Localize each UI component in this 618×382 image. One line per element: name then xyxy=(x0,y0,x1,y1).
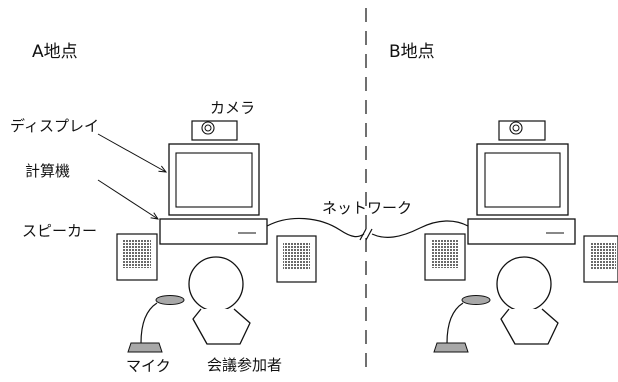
display-pointer-arrow xyxy=(97,133,166,172)
speaker-b-right xyxy=(583,235,618,283)
microphone-label: マイク xyxy=(126,357,171,375)
display-a xyxy=(168,143,260,216)
microphone-b xyxy=(433,295,491,353)
site-a-setup xyxy=(116,120,317,353)
site-a-label: A地点 xyxy=(32,42,78,62)
camera-label: カメラ xyxy=(210,99,256,117)
computer-a xyxy=(159,218,268,245)
site-b-setup xyxy=(424,120,618,353)
computer-b xyxy=(467,218,576,245)
participant-label: 会議参加者 xyxy=(207,356,283,374)
site-b-label: B地点 xyxy=(389,42,435,62)
display-label: ディスプレイ xyxy=(10,117,99,135)
camera-b xyxy=(498,120,546,141)
camera-a xyxy=(191,120,238,141)
computer-label: 計算機 xyxy=(25,162,71,180)
speaker-a-right xyxy=(276,235,317,283)
computer-pointer-arrow xyxy=(97,179,158,219)
participant-b xyxy=(496,256,559,345)
microphone-a xyxy=(127,295,185,353)
network-label: ネットワーク xyxy=(322,199,413,217)
network-link xyxy=(266,217,469,241)
speaker-a-left xyxy=(116,233,158,281)
speaker-label: スピーカー xyxy=(22,222,98,240)
display-b xyxy=(476,143,569,216)
speaker-b-left xyxy=(424,233,466,281)
participant-a xyxy=(188,256,251,345)
